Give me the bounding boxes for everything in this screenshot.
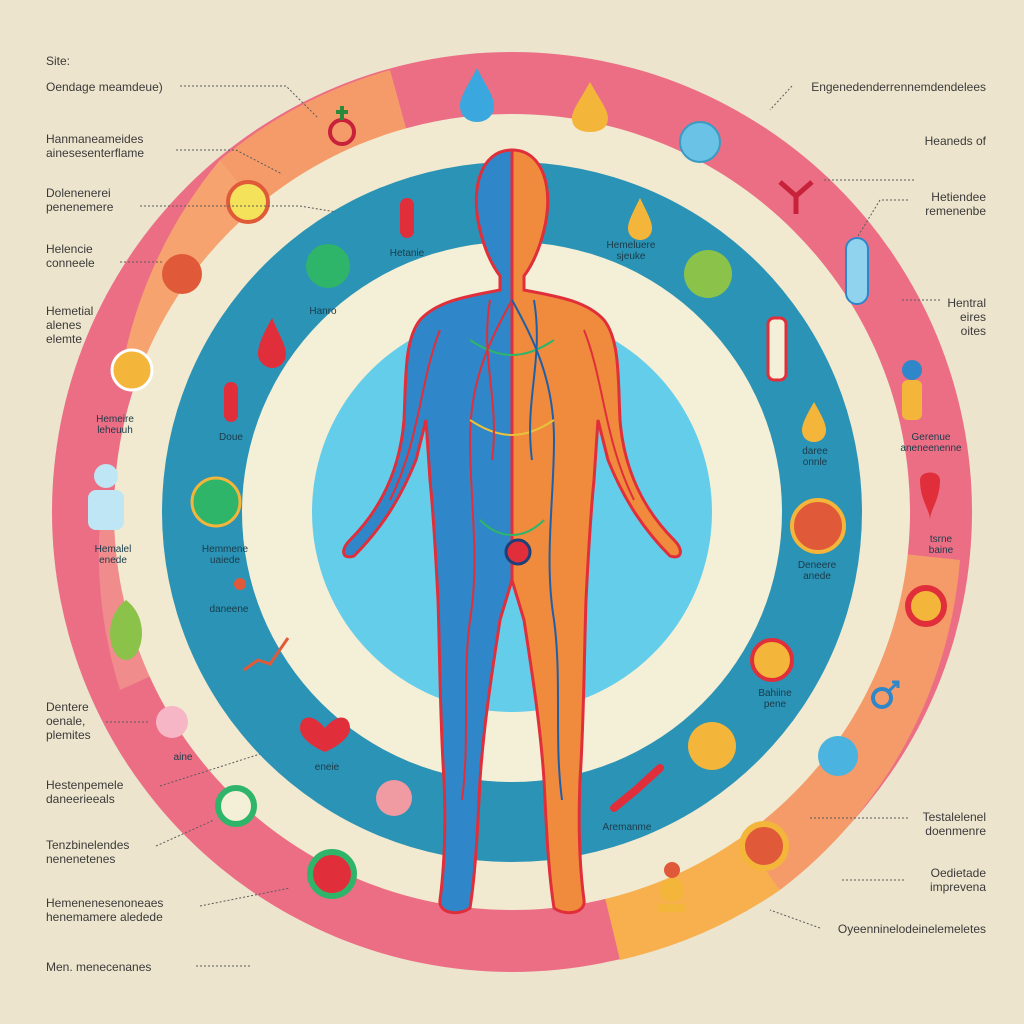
leader-line	[155, 819, 215, 847]
icon-label: Hemalel enede	[94, 544, 132, 566]
outer-label: Hentral eires oites	[947, 296, 986, 338]
vessel-line	[479, 519, 545, 536]
male-symbol-icon	[871, 680, 900, 709]
blood-drop-icon	[226, 180, 270, 224]
vessel-line	[511, 299, 563, 801]
outer-label: Hemetial alenes elemte	[46, 304, 94, 346]
vessel-line	[486, 299, 495, 461]
thyroid-icon	[658, 862, 686, 912]
ovary-icon	[750, 638, 794, 682]
icon-label: eneie	[314, 762, 340, 773]
vessel-network	[389, 299, 635, 801]
ovary-icon	[739, 821, 789, 871]
outer-label: Oedietade imprevena	[929, 866, 986, 894]
heart-icon	[156, 706, 188, 738]
icon-label: aine	[173, 752, 193, 763]
icon-label: Deneere anede	[797, 560, 837, 582]
blue-pill-icon	[679, 121, 721, 163]
icon-label: tsrne baine	[928, 534, 954, 556]
icon-label: Bahiine pene	[758, 688, 792, 710]
test-tube-icon	[400, 198, 414, 238]
outer-label: Hanmaneameides ainesesenterflame	[46, 132, 145, 160]
vessel-line	[461, 299, 513, 801]
person-silhouette-icon	[88, 464, 124, 530]
ovary-icon	[905, 585, 947, 627]
outer-label: Helencie conneele	[46, 242, 95, 270]
leader-line	[769, 909, 821, 929]
vessel-line	[469, 419, 555, 436]
leader-line	[140, 205, 337, 213]
pelvic-organ-icon	[504, 538, 532, 566]
test-tube-icon	[766, 316, 788, 382]
icon-label: daneene	[209, 604, 249, 615]
uterus-icon	[778, 180, 814, 214]
thyroid-icon	[110, 600, 142, 660]
person-silhouette-icon	[902, 360, 922, 420]
thyroid-icon	[790, 498, 846, 554]
leader-line	[159, 753, 261, 787]
site-label: Site:	[46, 54, 71, 68]
outer-label: Hemenenesenoneaes henemamere aledede	[46, 896, 164, 924]
chart-trend-icon	[610, 764, 664, 812]
water-drop-icon	[460, 68, 494, 122]
blood-drop-icon	[162, 254, 202, 294]
outer-ring-icons	[88, 68, 947, 912]
ovary-icon	[376, 780, 412, 816]
teal-ring-icons	[190, 198, 846, 816]
outer-label: Dentere oenale, plemites	[46, 700, 91, 742]
vessel-line	[469, 339, 555, 356]
outer-label: Men. menecenanes	[46, 960, 152, 974]
water-drop-icon	[802, 402, 826, 442]
heart-icon	[215, 785, 257, 827]
icon-label: Hetanie	[389, 248, 425, 259]
icon-label: Doue	[219, 432, 243, 443]
chart-trend-icon	[243, 637, 290, 672]
heart-icon	[684, 250, 732, 298]
outer-label: Hestenpemele daneerieeals	[46, 778, 124, 806]
water-drop-icon	[572, 82, 608, 132]
icon-label: Hemmene uaiede	[201, 544, 249, 566]
vessel-line	[389, 329, 441, 501]
blood-drop-icon	[110, 348, 154, 392]
outer-label: Oyeenninelodeinelemeletes	[837, 922, 986, 936]
vessel-line	[529, 299, 538, 461]
leader-line	[769, 85, 793, 111]
male-symbol-icon	[328, 106, 356, 146]
thyroid-icon	[688, 722, 736, 770]
heart-icon	[300, 717, 350, 752]
icon-label: Hanro	[309, 306, 337, 317]
outer-label: Dolenenerei penenemere	[46, 186, 114, 214]
blood-drop-icon	[190, 476, 242, 528]
outer-label: Oendage meamdeue)	[46, 80, 163, 94]
leader-line	[199, 887, 291, 907]
blue-capsule-icon	[845, 237, 869, 305]
outer-label: Heaneds of	[924, 134, 986, 148]
outer-label: Hetiendee remenenbe	[925, 190, 986, 218]
vessel-line	[583, 329, 635, 501]
leader-lines	[106, 85, 940, 967]
outer-label: Tenzbinelendes nenenetenes	[46, 838, 130, 866]
chart-trend-icon	[234, 578, 246, 590]
heart-icon	[306, 244, 350, 288]
uterus-icon	[920, 472, 940, 520]
blood-drop-icon	[258, 318, 286, 368]
icon-label: daree onnle	[802, 446, 828, 468]
ovary-icon	[307, 849, 357, 899]
outer-label: Engenedenderrennemdendelees	[811, 80, 986, 94]
leader-line	[180, 85, 319, 119]
icon-label: Hemeluere sjeuke	[606, 240, 656, 262]
test-tube-icon	[224, 382, 238, 422]
thyroid-icon	[818, 736, 858, 776]
human-body-figure	[342, 148, 682, 915]
icon-label: Aremanme	[602, 822, 652, 833]
water-drop-icon	[628, 198, 652, 240]
outer-label: Testalelenel doenmenre	[922, 810, 986, 838]
icon-label: Gerenue aneneenenne	[900, 432, 962, 454]
leader-line	[176, 149, 283, 175]
icon-label: Hemeire leheuuh	[96, 414, 134, 436]
leader-line	[857, 199, 908, 237]
